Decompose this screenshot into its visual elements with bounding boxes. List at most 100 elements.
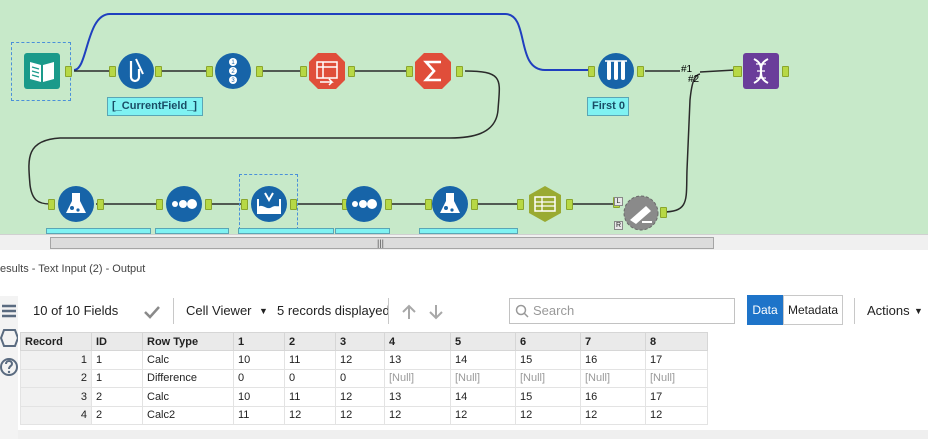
column-header-3[interactable]: 3 [335,332,385,351]
join-tool-disabled[interactable] [622,194,660,232]
null-cell[interactable]: [Null] [645,368,708,388]
table-cell[interactable]: 2 [91,387,143,407]
input-anchor[interactable] [425,199,432,210]
output-anchor[interactable] [65,66,72,77]
table-cell[interactable]: 2 [91,405,143,425]
table-cell[interactable]: 12 [384,405,451,425]
null-cell[interactable]: [Null] [515,368,581,388]
output-anchor[interactable] [385,199,392,210]
table-cell[interactable]: Calc [142,350,234,370]
table-cell[interactable]: 12 [335,387,385,407]
sample-tool-1[interactable] [165,185,203,223]
input-anchor[interactable] [406,66,413,77]
hexagon-icon[interactable] [0,328,20,350]
table-cell[interactable]: 11 [233,405,285,425]
output-anchor[interactable] [97,199,104,210]
input-anchor[interactable] [517,199,524,210]
table-cell[interactable]: Calc2 [142,405,234,425]
table-cell[interactable]: 12 [335,405,385,425]
table-cell[interactable]: 16 [580,387,646,407]
canvas-horizontal-scrollbar[interactable]: ||| [0,234,928,250]
metadata-tab-button[interactable]: Metadata [783,295,843,325]
table-cell[interactable]: Difference [142,368,234,388]
cross-tab-tool[interactable] [308,52,346,90]
sample-tool-2[interactable] [345,185,383,223]
column-header-7[interactable]: 7 [580,332,646,351]
checkmark-icon[interactable] [143,292,161,330]
table-cell[interactable]: 12 [580,405,646,425]
column-header-row-type[interactable]: Row Type [142,332,234,351]
column-header-2[interactable]: 2 [284,332,336,351]
table-cell[interactable]: 16 [580,350,646,370]
chevron-down-icon[interactable]: ▼ [259,306,268,316]
input-anchor[interactable] [156,199,163,210]
data-tab-button[interactable]: Data [747,295,783,325]
output-anchor[interactable] [782,66,789,77]
column-header-8[interactable]: 8 [645,332,708,351]
table-cell[interactable]: 12 [645,405,708,425]
list-view-icon[interactable] [0,302,18,324]
table-cell[interactable]: 12 [515,405,581,425]
output-anchor[interactable] [660,207,667,218]
input-anchor[interactable] [588,66,595,77]
cell-viewer-dropdown[interactable]: Cell Viewer [186,303,252,318]
arrow-up-icon[interactable] [400,292,418,330]
output-anchor[interactable] [290,199,297,210]
table-cell[interactable]: 1 [91,368,143,388]
output-anchor[interactable] [566,199,573,210]
table-cell[interactable]: 15 [515,350,581,370]
multi-row-formula-tool[interactable] [597,52,635,90]
column-header-4[interactable]: 4 [384,332,451,351]
column-header-6[interactable]: 6 [515,332,581,351]
record-id-tool[interactable]: 1 2 3 [214,52,252,90]
table-cell[interactable]: 14 [450,350,516,370]
table-cell[interactable]: 13 [384,387,451,407]
output-anchor[interactable] [256,66,263,77]
input-anchor[interactable] [48,199,55,210]
table-cell[interactable]: 17 [645,387,708,407]
null-cell[interactable]: [Null] [580,368,646,388]
output-anchor[interactable] [348,66,355,77]
formula-tool-2[interactable] [431,185,469,223]
column-header-5[interactable]: 5 [450,332,516,351]
table-cell[interactable]: 11 [284,350,336,370]
chevron-down-icon[interactable]: ▼ [914,306,923,316]
input-anchor[interactable] [300,66,307,77]
table-cell[interactable]: 12 [335,350,385,370]
output-anchor[interactable] [637,66,644,77]
table-row[interactable]: 3 2 Calc 10 11 12 13 14 15 16 17 [20,387,708,407]
transpose-tool[interactable] [526,185,564,223]
summarize-tool[interactable] [414,52,452,90]
text-input-tool[interactable] [23,52,61,90]
null-cell[interactable]: [Null] [384,368,451,388]
formula-tool[interactable] [117,52,155,90]
table-cell[interactable]: 0 [335,368,385,388]
input-anchor[interactable] [206,66,213,77]
table-row[interactable]: 4 2 Calc2 11 12 12 12 12 12 12 12 [20,405,708,425]
table-cell[interactable]: 10 [233,350,285,370]
table-cell[interactable]: 17 [645,350,708,370]
table-cell[interactable]: 0 [284,368,336,388]
table-cell[interactable]: 14 [450,387,516,407]
table-cell[interactable]: 12 [284,405,336,425]
table-row[interactable]: 1 1 Calc 10 11 12 13 14 15 16 17 [20,350,708,370]
join-multiple-tool[interactable] [742,52,780,90]
fields-selector[interactable]: 10 of 10 Fields [33,303,119,318]
null-cell[interactable]: [Null] [450,368,516,388]
table-cell[interactable]: 13 [384,350,451,370]
column-header-id[interactable]: ID [91,332,143,351]
output-anchor[interactable] [456,66,463,77]
output-anchor[interactable] [471,199,478,210]
table-cell[interactable]: Calc [142,387,234,407]
input-anchor[interactable] [241,199,248,210]
arrow-down-icon[interactable] [427,292,445,330]
output-anchor[interactable] [155,66,162,77]
search-input[interactable]: Search [509,298,735,324]
output-anchor[interactable] [205,199,212,210]
actions-dropdown[interactable]: Actions [867,303,910,318]
table-cell[interactable]: 15 [515,387,581,407]
table-row[interactable]: 2 1 Difference 0 0 0 [Null] [Null] [Null… [20,368,708,388]
input-anchor[interactable] [109,66,116,77]
table-cell[interactable]: 10 [233,387,285,407]
table-cell[interactable]: 12 [450,405,516,425]
